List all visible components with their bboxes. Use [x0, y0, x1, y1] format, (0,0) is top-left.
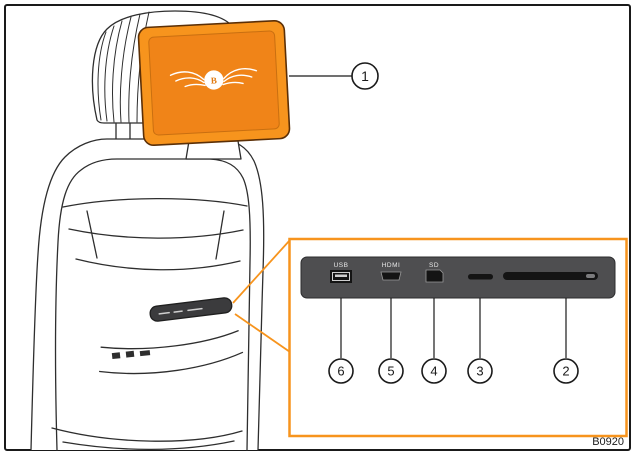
callout-2: 2 — [553, 358, 579, 384]
seat-media-slot — [149, 297, 233, 322]
small-card-slot — [468, 274, 493, 280]
zoom-wedge-lines — [232, 239, 291, 353]
seat-lower-trim — [98, 330, 244, 375]
callout-6-number: 6 — [337, 364, 344, 379]
emblem-letter: B — [211, 75, 218, 85]
headrest-hatching — [97, 11, 150, 123]
callout-4-number: 4 — [430, 364, 437, 379]
sd-card-slot — [425, 269, 444, 283]
seat-inner-panel — [54, 158, 251, 451]
headrest-touchscreen: B — [137, 19, 291, 147]
winged-emblem-icon: B — [169, 68, 258, 90]
callout-1: 1 — [351, 62, 379, 90]
callout-5: 5 — [378, 358, 404, 384]
seat-back-outline — [30, 138, 265, 451]
callout-3: 3 — [467, 358, 493, 384]
callout-5-number: 5 — [387, 364, 394, 379]
wide-card-slot — [503, 272, 598, 280]
media-connector-panel: USB HDMI SD — [300, 256, 616, 299]
callout-2-number: 2 — [562, 364, 569, 379]
headrest-posts — [115, 122, 219, 140]
hdmi-port — [380, 271, 402, 281]
callout-leader-lines — [340, 298, 567, 358]
usb-port — [330, 270, 352, 283]
sd-slot-label: SD — [429, 262, 439, 269]
callout-6: 6 — [328, 358, 354, 384]
usb-port-label: USB — [334, 262, 349, 269]
figure-code: B0920 — [592, 436, 624, 448]
callout-4: 4 — [421, 358, 447, 384]
seat-bottom-cushion — [51, 427, 243, 451]
hdmi-port-label: HDMI — [382, 262, 401, 269]
map-pocket — [62, 197, 248, 271]
callout-3-number: 3 — [476, 364, 483, 379]
callout-1-number: 1 — [361, 68, 369, 84]
